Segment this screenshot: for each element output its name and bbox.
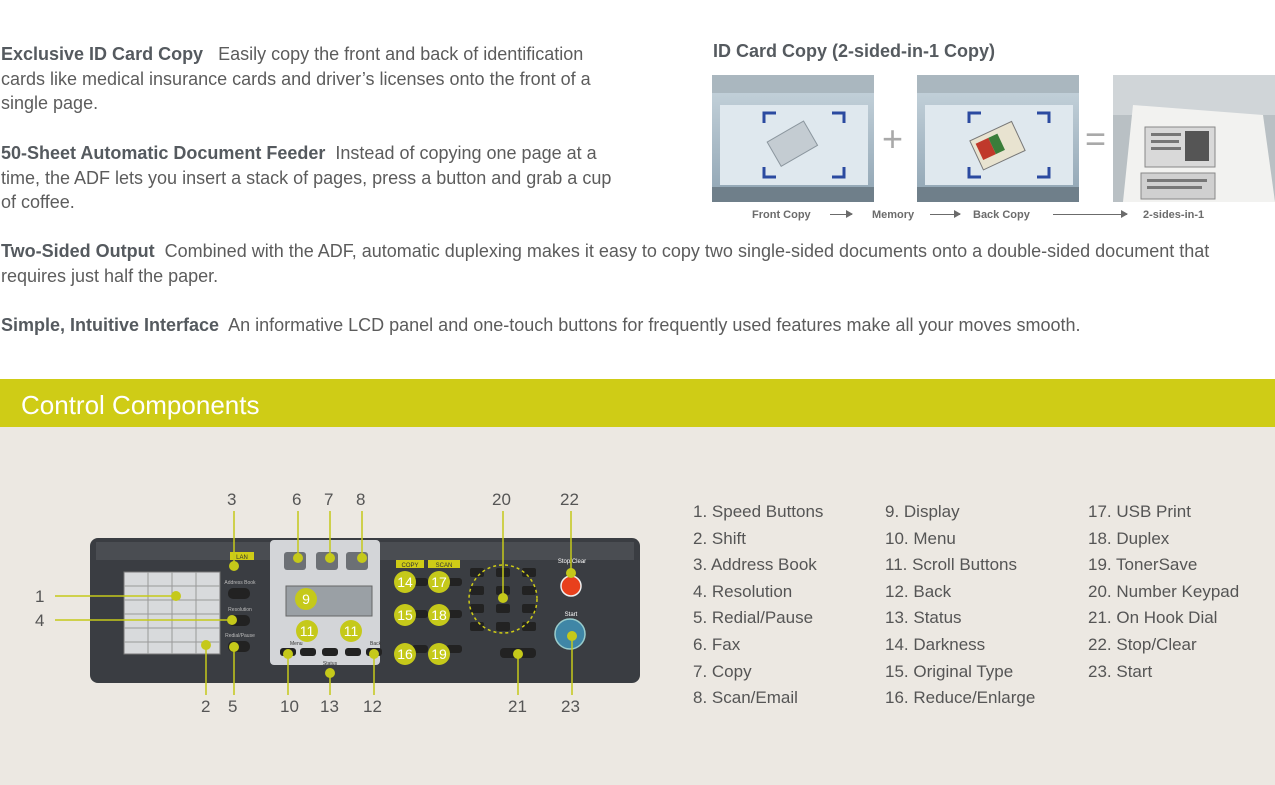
back-copy-image — [917, 75, 1079, 202]
legend-item: 4. Resolution — [693, 581, 793, 601]
feature-interface: Simple, Intuitive Interface An informati… — [1, 313, 1275, 338]
caption-back-copy: Back Copy — [973, 209, 1030, 221]
label-stop-clear: Stop/Clear — [558, 559, 586, 565]
callout-6: 6 — [292, 490, 302, 509]
legend-item: 22. Stop/Clear — [1088, 634, 1197, 654]
label-resolution: Resolution — [228, 607, 252, 613]
legend-item: 9. Display — [885, 502, 960, 521]
badge-11: 11 — [344, 623, 359, 639]
front-copy-image — [712, 75, 874, 202]
feature-title: 50-Sheet Automatic Document Feeder — [1, 143, 326, 163]
caption-memory: Memory — [872, 209, 915, 221]
feature-two-sided: Two-Sided Output Combined with the ADF, … — [1, 239, 1261, 288]
legend-item: 20. Number Keypad — [1088, 581, 1240, 601]
legend-item: 21. On Hook Dial — [1088, 608, 1218, 628]
label-menu: Menu — [290, 641, 303, 647]
legend-item: 19. TonerSave — [1088, 555, 1198, 575]
label-back: Back — [370, 641, 382, 647]
legend-item: 10. Menu — [885, 528, 956, 548]
label-status: Status — [323, 661, 338, 667]
arrow-icon — [1053, 210, 1128, 218]
section-title: Control Components — [21, 390, 260, 420]
caption-front-copy: Front Copy — [752, 209, 811, 221]
legend-item: 7. Copy — [693, 661, 752, 681]
legend-item: 8. Scan/Email — [693, 688, 798, 708]
legend-column-2: 9. Display 10. Menu 11. Scroll Buttons 1… — [885, 499, 1035, 712]
result-copy-image — [1113, 75, 1275, 202]
legend-item: 5. Redial/Pause — [693, 608, 814, 628]
feature-text: Easily copy the front and back of identi… — [1, 44, 591, 113]
callout-1: 1 — [35, 587, 45, 606]
control-panel-diagram: LAN Address Book Resolution Redial/Pause… — [55, 511, 640, 695]
badge-19: 19 — [431, 646, 447, 662]
callout-21: 21 — [508, 697, 527, 716]
callout-20: 20 — [492, 490, 511, 509]
label-address-book: Address Book — [224, 580, 256, 586]
callout-7: 7 — [324, 490, 334, 509]
badge-18: 18 — [431, 607, 447, 623]
legend-item: 15. Original Type — [885, 661, 1014, 681]
legend-item: 17. USB Print — [1088, 502, 1191, 521]
badge-14: 14 — [397, 574, 413, 590]
arrow-icon — [930, 210, 961, 218]
feature-text: An informative LCD panel and one-touch b… — [228, 315, 1081, 335]
label-scan: SCAN — [436, 563, 453, 569]
callout-22: 22 — [560, 490, 579, 509]
label-start: Start — [565, 612, 578, 618]
callout-12: 12 — [363, 697, 382, 716]
feature-title: Two-Sided Output — [1, 241, 155, 261]
legend-item: 11. Scroll Buttons — [885, 555, 1017, 575]
callout-10: 10 — [280, 697, 299, 716]
callout-5: 5 — [228, 697, 238, 716]
badge-15: 15 — [397, 607, 413, 623]
callout-13: 13 — [320, 697, 339, 716]
callout-2: 2 — [201, 697, 211, 716]
callout-8: 8 — [356, 490, 366, 509]
legend-item: 6. Fax — [693, 634, 741, 654]
label-lan: LAN — [236, 555, 248, 561]
feature-text: Combined with the ADF, automatic duplexi… — [1, 241, 1210, 286]
feature-id-card-copy: Exclusive ID Card Copy Easily copy the f… — [1, 42, 601, 116]
callout-23: 23 — [561, 697, 580, 716]
feature-text: Instead of copying one page at a time, t… — [1, 143, 612, 212]
legend-item: 3. Address Book — [693, 555, 817, 575]
equals-sign: = — [1085, 118, 1107, 159]
section-banner: Control Components — [0, 379, 1275, 427]
legend-item: 18. Duplex — [1088, 528, 1170, 548]
feature-adf: 50-Sheet Automatic Document Feeder Inste… — [1, 141, 621, 215]
callout-3: 3 — [227, 490, 237, 509]
legend-item: 1. Speed Buttons — [693, 502, 824, 521]
legend-item: 16. Reduce/Enlarge — [885, 688, 1036, 708]
legend-item: 2. Shift — [693, 528, 746, 548]
id-card-copy-title: ID Card Copy (2-sided-in-1 Copy) — [713, 41, 996, 61]
feature-title: Simple, Intuitive Interface — [1, 315, 220, 335]
callout-4: 4 — [35, 611, 45, 630]
legend-item: 13. Status — [885, 608, 962, 628]
badge-11: 11 — [300, 623, 315, 639]
arrow-icon — [830, 210, 853, 218]
feature-title: Exclusive ID Card Copy — [1, 44, 204, 64]
label-copy: COPY — [401, 563, 418, 569]
badge-16: 16 — [397, 646, 413, 662]
plus-sign: + — [882, 118, 904, 159]
legend-item: 14. Darkness — [885, 634, 986, 654]
badge-9: 9 — [302, 591, 310, 607]
legend-column-1: 1. Speed Buttons 2. Shift 3. Address Boo… — [693, 499, 823, 712]
badge-17: 17 — [431, 574, 447, 590]
legend-item: 23. Start — [1088, 661, 1153, 681]
caption-2-sides-in-1: 2-sides-in-1 — [1143, 209, 1205, 221]
legend-item: 12. Back — [885, 581, 952, 601]
label-redial: Redial/Pause — [225, 633, 255, 639]
legend-column-3: 17. USB Print 18. Duplex 19. TonerSave 2… — [1088, 499, 1239, 685]
